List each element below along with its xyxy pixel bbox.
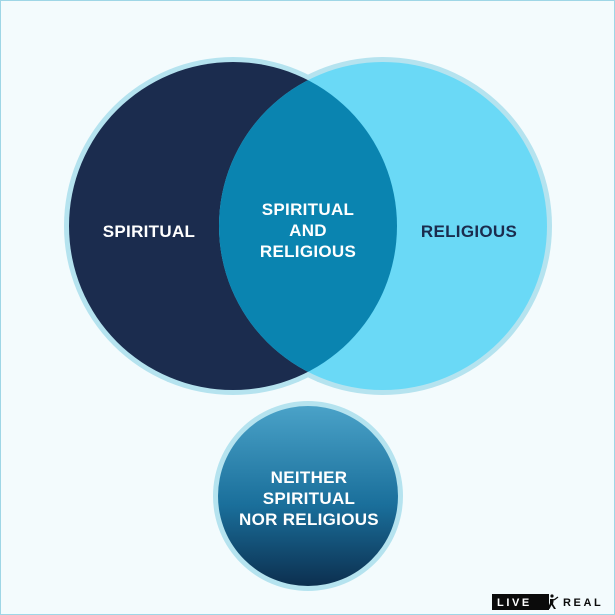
- intersection-label-line-1: SPIRITUAL: [262, 200, 354, 219]
- neither-label-line-1: NEITHER: [271, 468, 348, 487]
- religious-label: RELIGIOUS: [421, 222, 517, 241]
- logo-left-word: LIVE: [497, 597, 532, 609]
- logo-figure-icon: [547, 594, 559, 609]
- logo-left-box: [492, 594, 549, 610]
- spiritual-label: SPIRITUAL: [103, 222, 195, 241]
- intersection-label-line-2: AND: [289, 221, 327, 240]
- neither-label-line-3: NOR RELIGIOUS: [239, 510, 379, 529]
- intersection-label-line-3: RELIGIOUS: [260, 242, 356, 261]
- live-real-logo: LIVE REAL: [492, 594, 603, 610]
- neither-circle: [218, 406, 398, 586]
- logo-right-word: REAL: [563, 597, 603, 609]
- intersection-lens: [219, 62, 397, 390]
- neither-label-line-2: SPIRITUAL: [263, 489, 355, 508]
